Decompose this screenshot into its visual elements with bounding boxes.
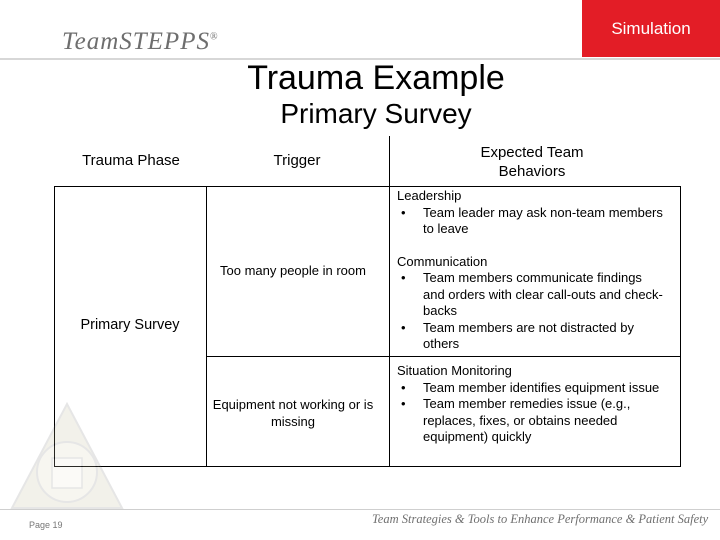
column-header-expected-behaviors: Expected Team Behaviors <box>480 144 584 180</box>
footer-divider <box>0 509 720 510</box>
logo-registered-mark: ® <box>209 31 219 43</box>
behavior-group-title: Communication <box>397 253 488 269</box>
slide-subtitle: Primary Survey <box>280 98 472 129</box>
behaviors-cell-row-1: Leadership Team leader may ask non-team … <box>397 188 667 353</box>
table-top-rule <box>54 186 681 187</box>
teamstepps-triangle-watermark-icon <box>10 401 124 509</box>
trigger-cell-row-1: Too many people in room <box>220 263 366 278</box>
simulation-badge: Simulation <box>582 0 720 57</box>
page-number: Page 19 <box>29 520 63 530</box>
logo-text: TeamSTEPPS <box>62 28 210 55</box>
behavior-bullet: Team members communicate findings and or… <box>397 270 667 320</box>
behavior-bullet: Team member identifies equipment issue <box>397 380 667 397</box>
table-divider-phase-trigger <box>206 186 207 466</box>
slide-title: Trauma Example <box>247 59 505 97</box>
table-row-divider <box>206 356 681 357</box>
behavior-bullet: Team leader may ask non-team members to … <box>397 205 667 238</box>
column-header-trigger: Trigger <box>273 152 321 169</box>
behaviors-cell-row-2: Situation Monitoring Team member identif… <box>397 363 667 446</box>
footer-tagline: Team Strategies & Tools to Enhance Perfo… <box>372 512 709 526</box>
behavior-group-title: Leadership <box>397 188 462 203</box>
header-divider <box>0 58 720 60</box>
phase-cell: Primary Survey <box>80 317 180 333</box>
table-left-rule <box>54 186 55 466</box>
behavior-group-title: Situation Monitoring <box>397 363 512 378</box>
table-bottom-rule <box>54 466 681 467</box>
table-right-rule <box>680 186 681 466</box>
table-divider-trigger-behaviors <box>389 136 390 466</box>
column-header-trauma-phase: Trauma Phase <box>82 152 180 169</box>
behavior-bullet: Team members are not distracted by other… <box>397 320 667 353</box>
trigger-cell-row-2: Equipment not working or is missing <box>212 397 374 429</box>
teamstepps-logo: TeamSTEPPS® <box>62 28 219 56</box>
behavior-bullet: Team member remedies issue (e.g., replac… <box>397 396 667 446</box>
